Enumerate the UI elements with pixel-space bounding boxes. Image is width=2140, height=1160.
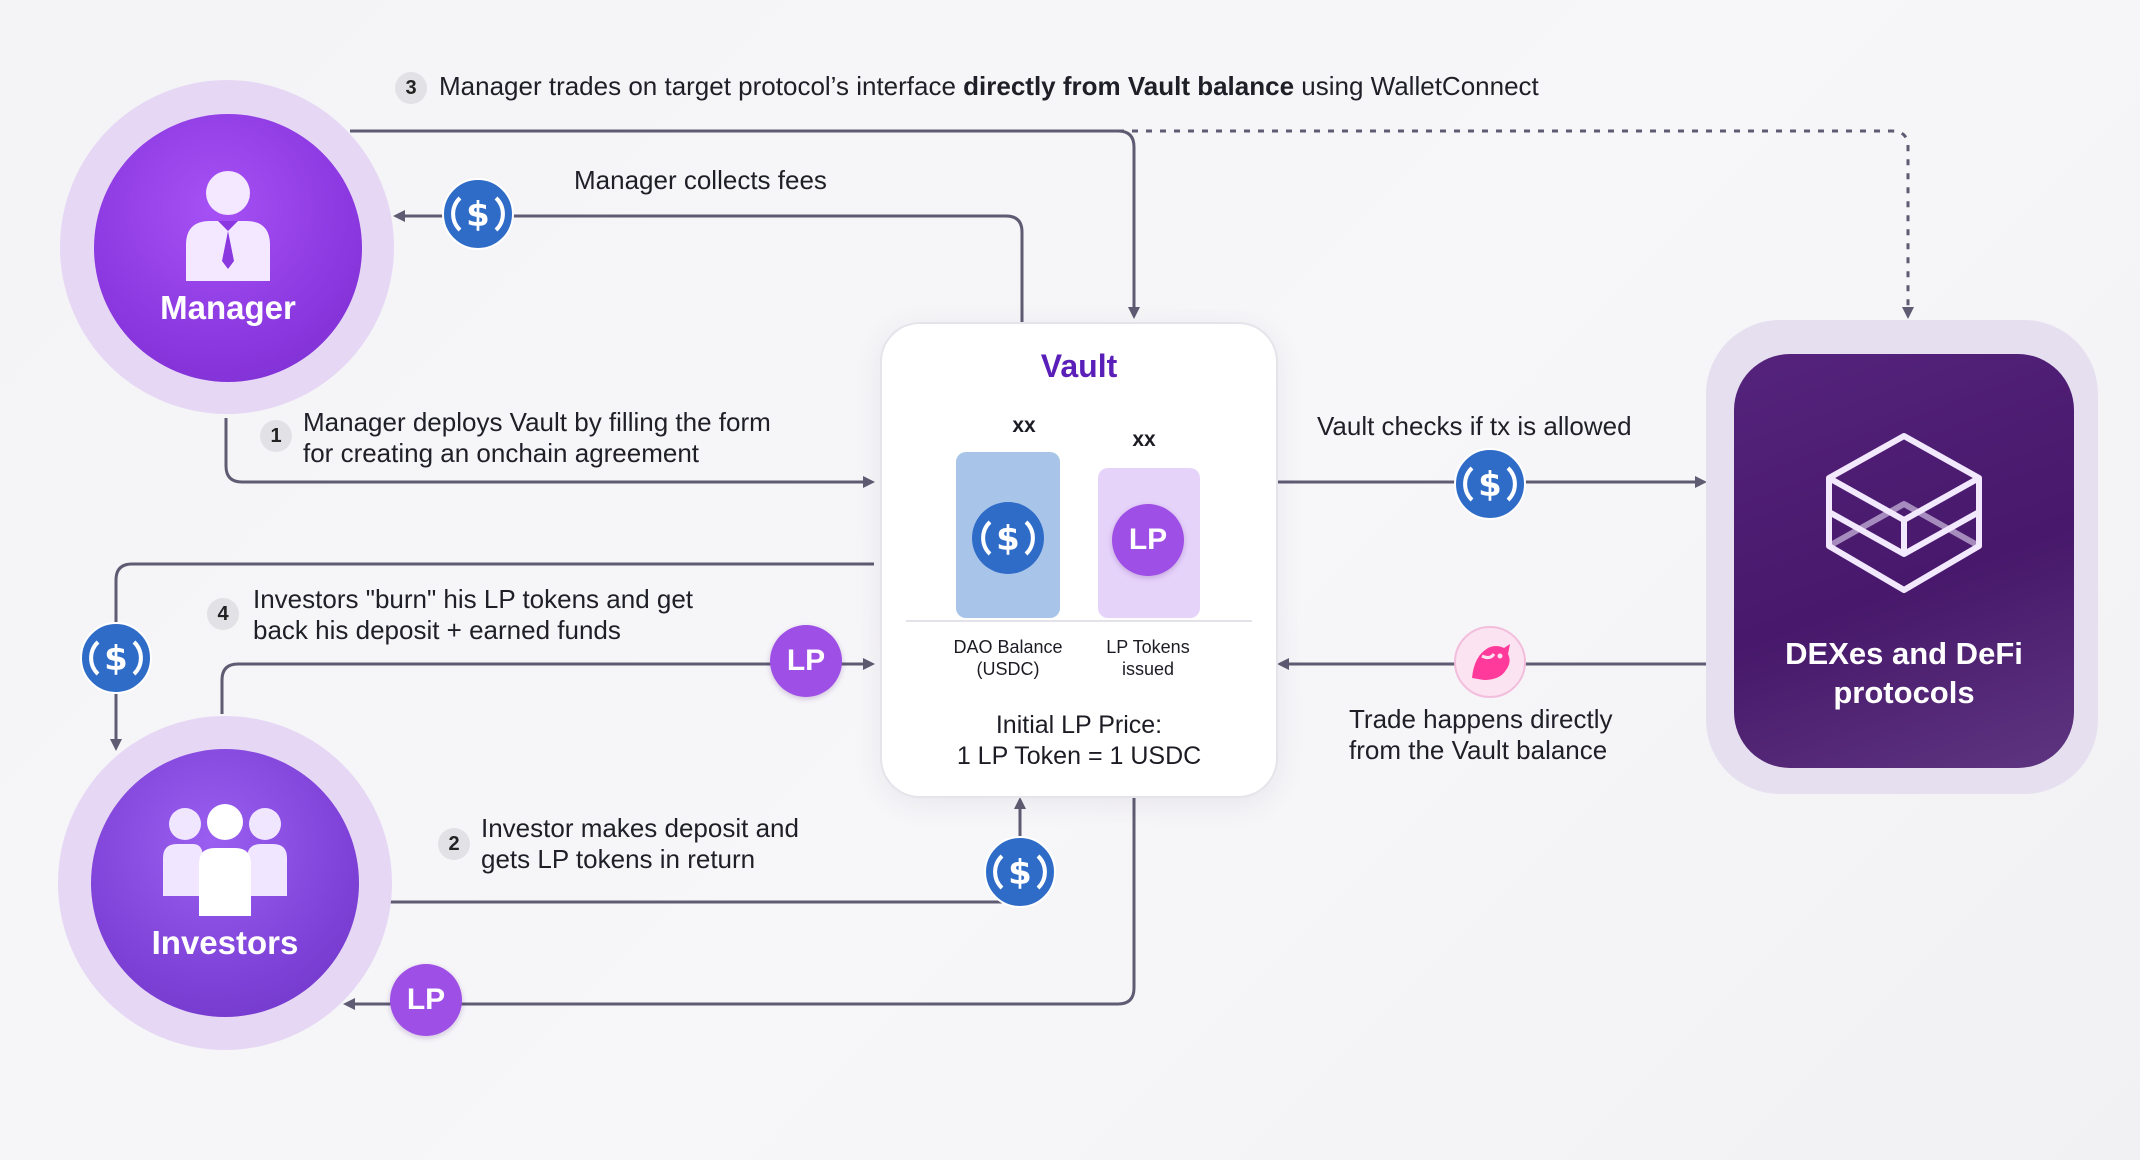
- lp-price: Initial LP Price: 1 LP Token = 1 USDC: [882, 710, 1276, 772]
- step-4-line1: Investors "burn" his LP tokens and get: [253, 584, 694, 614]
- arrow-deploy-vault: [224, 418, 875, 488]
- svg-text:$: $: [996, 519, 1020, 559]
- manager-node: Manager: [94, 114, 362, 382]
- trade-happens-line2: from the Vault balance: [1349, 735, 1608, 765]
- manager-label: Manager: [160, 289, 296, 326]
- step-1-badge: 1: [260, 420, 292, 452]
- step-1-text: Manager deploys Vault by filling the for…: [303, 407, 771, 469]
- lp-token-icon: LP: [1112, 504, 1184, 576]
- step-1-line2: for creating an onchain agreement: [303, 438, 700, 468]
- vault-divider: [906, 620, 1252, 622]
- step-4-line2: back his deposit + earned funds: [253, 615, 621, 645]
- vault-title: Vault: [1040, 348, 1118, 384]
- dex-label1: DEXes and DeFi: [1785, 636, 2023, 671]
- trade-happens-text: Trade happens directly from the Vault ba…: [1349, 704, 1613, 766]
- lp-tokens-label2: issued: [1121, 659, 1175, 679]
- investors-label: Investors: [151, 924, 299, 961]
- step-3-text-pre: Manager trades on target protocol’s inte…: [439, 71, 964, 101]
- dex-label2: protocols: [1833, 675, 1975, 710]
- uniswap-icon: [1454, 626, 1526, 698]
- dao-balance-label1: DAO Balance: [953, 637, 1063, 657]
- step-1-line1: Manager deploys Vault by filling the for…: [303, 407, 771, 437]
- usdc-icon: $: [442, 178, 514, 250]
- lp-token-icon: LP: [770, 625, 842, 697]
- usdc-icon: $: [984, 836, 1056, 908]
- investors-icon: [163, 804, 287, 916]
- usdc-icon: $: [972, 502, 1044, 574]
- vault-checks-text: Vault checks if tx is allowed: [1317, 411, 1632, 441]
- step-2-badge: 2: [438, 828, 470, 860]
- investors-node: Investors: [91, 749, 359, 1017]
- arrow-lp-burn-to-vault: [220, 658, 875, 714]
- arrow-fees-to-manager: [393, 210, 1024, 322]
- step-3-text: Manager trades on target protocol’s inte…: [439, 71, 1539, 102]
- dao-balance-value: xx: [1012, 414, 1036, 437]
- dex-node: DEXes and DeFi protocols: [1734, 354, 2074, 768]
- lp-price-line1: Initial LP Price:: [995, 711, 1163, 739]
- arrow-dotted-to-dex: [1118, 129, 1914, 319]
- step-2-text: Investor makes deposit and gets LP token…: [481, 813, 799, 875]
- usdc-icon: $: [80, 622, 152, 694]
- lp-tokens-value: xx: [1132, 428, 1156, 451]
- lp-price-line2: 1 LP Token = 1 USDC: [956, 742, 1202, 770]
- step-2-line2: gets LP tokens in return: [481, 844, 756, 874]
- step-4-badge: 4: [207, 598, 239, 630]
- svg-text:$: $: [1478, 465, 1502, 505]
- lp-tokens-label: LP Tokens issued: [1078, 636, 1218, 680]
- trade-happens-line1: Trade happens directly: [1349, 704, 1613, 734]
- lp-tokens-label1: LP Tokens: [1106, 637, 1190, 657]
- step-3-badge: 3: [395, 72, 427, 104]
- dao-balance-label: DAO Balance (USDC): [938, 636, 1078, 680]
- vault-box: Vault xx $ xx LP DAO Balance (USDC) LP T…: [880, 322, 1278, 798]
- manager-icon: [186, 171, 270, 281]
- arrow-vault-return-investors: [110, 562, 874, 751]
- svg-text:$: $: [104, 639, 128, 679]
- usdc-icon: $: [1454, 448, 1526, 520]
- step-3-text-post: using WalletConnect: [1294, 71, 1539, 101]
- step-4-text: Investors "burn" his LP tokens and get b…: [253, 584, 693, 646]
- step-3-text-bold: directly from Vault balance: [963, 71, 1295, 101]
- dao-balance-label2: (USDC): [976, 659, 1040, 679]
- dex-label: DEXes and DeFi protocols: [1734, 634, 2074, 712]
- cube-icon: [1826, 433, 1982, 593]
- collect-fees-text: Manager collects fees: [574, 165, 827, 195]
- lp-token-icon: LP: [390, 964, 462, 1036]
- svg-text:$: $: [1008, 853, 1032, 893]
- step-2-line1: Investor makes deposit and: [481, 813, 799, 843]
- svg-text:$: $: [466, 195, 490, 235]
- arrow-lp-to-investors: [343, 796, 1136, 1010]
